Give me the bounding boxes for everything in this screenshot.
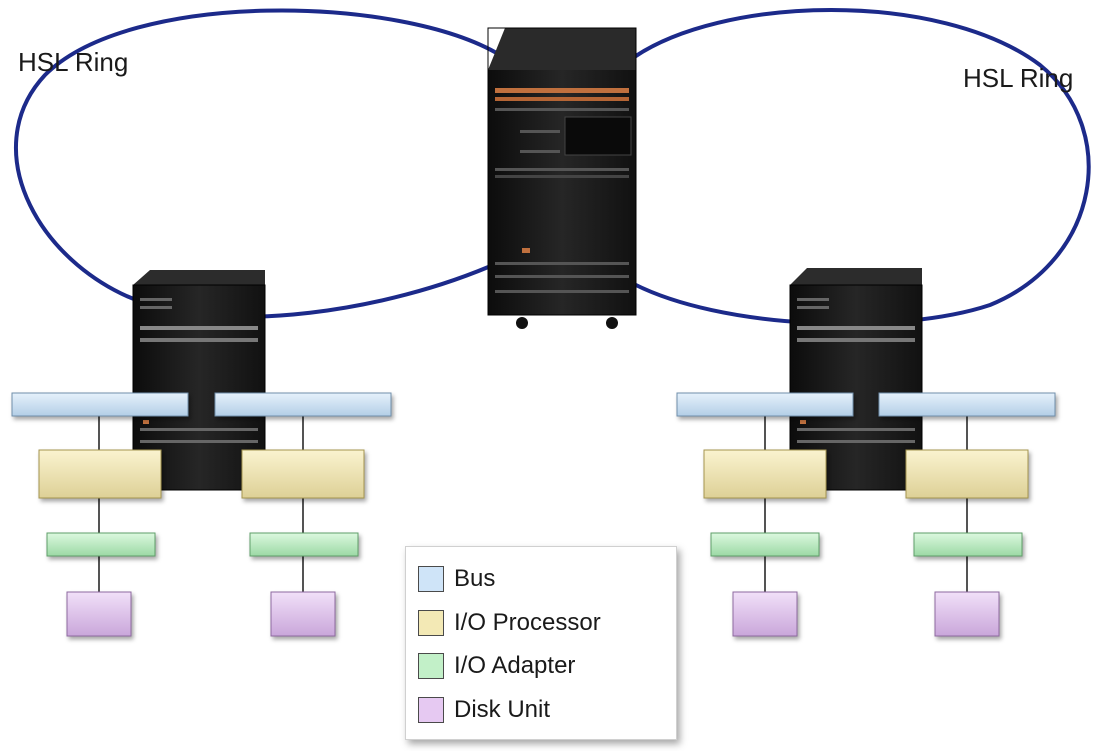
legend-label-io-adapter: I/O Adapter bbox=[454, 652, 576, 679]
legend-item-disk-unit: Disk Unit bbox=[418, 695, 550, 725]
disk-unit-3 bbox=[732, 591, 798, 637]
legend-label-bus: Bus bbox=[454, 565, 496, 592]
io-processor-3 bbox=[703, 449, 827, 499]
legend-swatch-bus bbox=[418, 566, 444, 592]
bus-3 bbox=[676, 392, 854, 417]
hsl-ring-label-right: HSL Ring bbox=[963, 63, 1074, 93]
legend-item-bus: Bus bbox=[418, 564, 495, 594]
disk-unit-2 bbox=[270, 591, 336, 637]
legend-swatch-io-adapter bbox=[418, 653, 444, 679]
disk-unit-1 bbox=[66, 591, 132, 637]
legend-swatch-io-processor bbox=[418, 610, 444, 636]
central-server bbox=[487, 27, 637, 329]
hsl-ring-label-left: HSL Ring bbox=[18, 47, 129, 77]
io-processor-1 bbox=[38, 449, 162, 499]
io-processor-4 bbox=[905, 449, 1029, 499]
legend-label-disk-unit: Disk Unit bbox=[454, 696, 551, 723]
legend: Bus I/O Processor I/O Adapter Disk Unit bbox=[405, 546, 677, 740]
legend-swatch-disk-unit bbox=[418, 697, 444, 723]
bus-2 bbox=[214, 392, 392, 417]
bus-4 bbox=[878, 392, 1056, 417]
legend-item-io-processor: I/O Processor bbox=[418, 608, 601, 638]
io-processor-2 bbox=[241, 449, 365, 499]
legend-item-io-adapter: I/O Adapter bbox=[418, 651, 575, 681]
hsl-ring-left bbox=[14, 8, 502, 319]
io-adapter-1 bbox=[46, 532, 156, 557]
io-adapter-2 bbox=[249, 532, 359, 557]
connector-lines bbox=[98, 416, 968, 592]
io-adapter-3 bbox=[710, 532, 820, 557]
io-adapter-4 bbox=[913, 532, 1023, 557]
legend-label-io-processor: I/O Processor bbox=[454, 609, 601, 636]
disk-unit-4 bbox=[934, 591, 1000, 637]
bus-1 bbox=[11, 392, 189, 417]
